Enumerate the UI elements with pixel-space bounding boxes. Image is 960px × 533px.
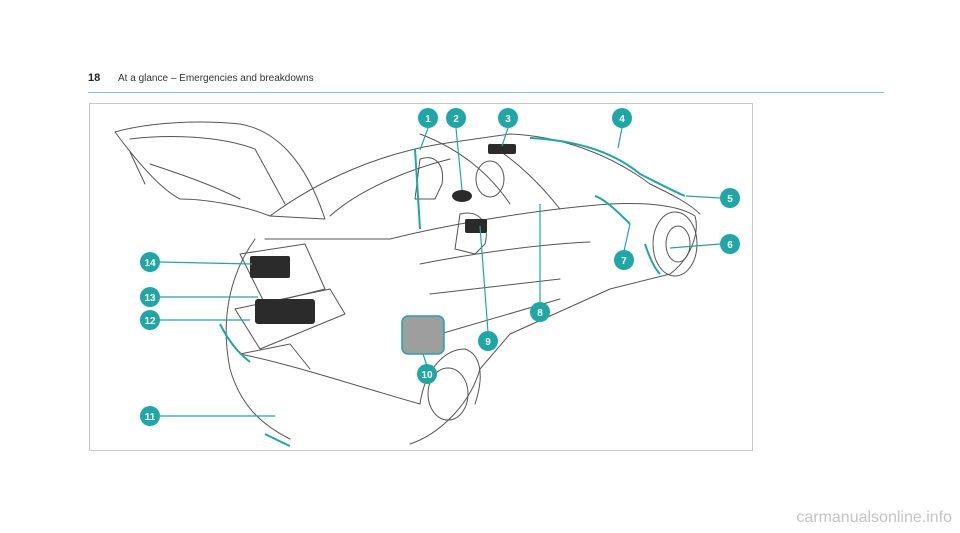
callout-4 — [612, 108, 632, 128]
callout-6-label: 6 — [727, 240, 733, 251]
callout-7-label: 7 — [621, 256, 627, 267]
windscreen-highlight — [529, 137, 686, 197]
callout-8 — [530, 302, 550, 322]
component-13 — [255, 299, 315, 324]
callout-14-label: 14 — [144, 258, 156, 269]
callout-7 — [614, 250, 634, 270]
callout-9-label: 9 — [485, 337, 491, 348]
callout-12 — [140, 310, 160, 330]
fuel-flap — [401, 315, 445, 355]
callout-10-label: 10 — [421, 370, 433, 381]
callout-14 — [140, 252, 160, 272]
callout-4-label: 4 — [619, 114, 625, 125]
callout-11 — [140, 406, 160, 426]
component-2 — [452, 190, 472, 202]
body-outline — [389, 203, 697, 445]
car-illustration: 1 2 3 4 5 6 7 8 9 10 11 12 13 14 — [114, 108, 740, 447]
page-number: 18 — [88, 72, 101, 84]
callout-markers — [140, 108, 740, 426]
callout-5-label: 5 — [727, 194, 733, 205]
callout-1-label: 1 — [425, 114, 431, 125]
callout-3 — [498, 108, 518, 128]
callout-12-label: 12 — [144, 316, 156, 327]
roof-outline — [269, 133, 701, 217]
component-14 — [250, 256, 290, 278]
page-header: 18 At a glance – Emergencies and breakdo… — [88, 72, 884, 93]
callout-13 — [140, 287, 160, 307]
callout-3-label: 3 — [505, 114, 511, 125]
component-9 — [465, 219, 487, 233]
callout-1 — [418, 108, 438, 128]
callout-13-label: 13 — [144, 293, 156, 304]
callout-11-label: 11 — [145, 412, 156, 423]
callout-6 — [720, 234, 740, 254]
tailgate-outline — [114, 121, 326, 220]
front-wheel — [652, 211, 698, 277]
callout-5 — [720, 188, 740, 208]
watermark: carmanualsonline.info — [796, 509, 952, 526]
callout-9 — [478, 331, 498, 351]
vehicle-diagram: 1 2 3 4 5 6 7 8 9 10 11 12 13 14 — [89, 103, 753, 451]
section-title: At a glance – Emergencies and breakdowns — [118, 73, 314, 84]
callout-10 — [417, 364, 437, 384]
component-3 — [488, 144, 516, 154]
callout-2-label: 2 — [453, 114, 459, 125]
callout-8-label: 8 — [537, 308, 543, 319]
callout-2 — [446, 108, 466, 128]
